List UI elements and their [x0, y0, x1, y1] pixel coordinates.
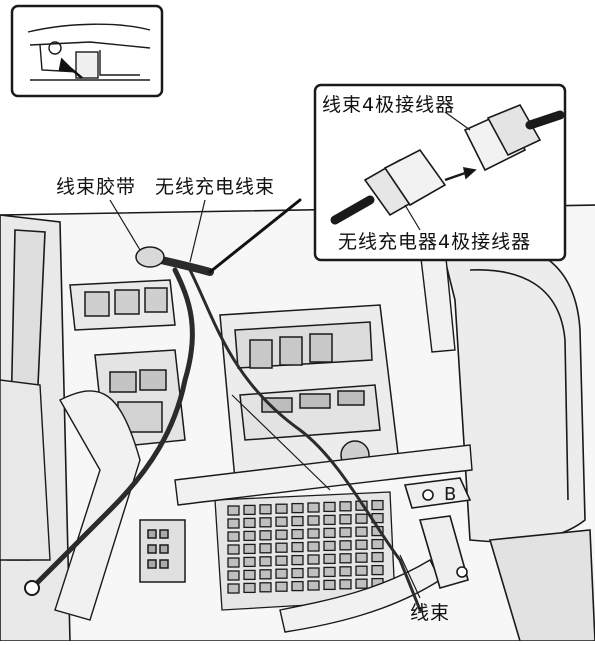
fuse-slot: [323, 566, 336, 578]
fuse-slot: [307, 541, 320, 552]
fuse-slot: [291, 541, 304, 553]
locator-inset: [10, 4, 164, 98]
fuse-slot: [339, 566, 352, 577]
label-wireless-charger-4pin-connector: 无线充电器4极接线器: [338, 231, 532, 253]
label-harness-4pin-connector: 线束4极接线器: [322, 94, 456, 116]
fuse-slot: [339, 514, 352, 525]
fuse-slot: [259, 569, 272, 580]
fuse-slot: [307, 502, 320, 513]
fuse-slot: [291, 528, 304, 540]
fuse-slot: [275, 542, 288, 553]
fuse-slot: [339, 553, 352, 564]
fuse-slot: [291, 554, 304, 566]
connector-detail-inset: [313, 83, 567, 262]
junction-block: [219, 304, 401, 481]
fuse-slot: [355, 578, 368, 589]
fuse-slot: [323, 527, 336, 539]
wiring-harness: [32, 198, 422, 612]
fuse-slot: [243, 543, 256, 555]
fuse-slot: [275, 529, 288, 540]
fuse-slot: [275, 555, 288, 566]
fuse-slot: [291, 502, 304, 514]
fuse-slot: [227, 570, 240, 581]
fuse-slot: [371, 499, 384, 511]
fuse-slot: [275, 568, 288, 579]
fuse-slot: [371, 564, 384, 576]
fuse-slot: [339, 527, 352, 538]
label-wireless-charger-harness: 无线充电线束: [155, 176, 276, 198]
fuse-slot: [227, 544, 240, 555]
bracket-b: [403, 477, 472, 589]
fuse-slot: [355, 552, 368, 563]
fuse-slot: [291, 580, 304, 592]
fuse-slot: [243, 530, 256, 542]
fuse-slot: [259, 582, 272, 593]
fuse-slot: [259, 543, 272, 554]
fuse-slot: [307, 567, 320, 578]
fuse-slot: [243, 504, 256, 516]
ground-terminal: [24, 580, 40, 596]
fuse-slot: [291, 515, 304, 527]
pipes: [0, 247, 473, 633]
fuse-slot: [259, 556, 272, 567]
fuse-slot: [323, 540, 336, 552]
fuse-slot: [259, 504, 272, 515]
fuse-slot: [355, 513, 368, 524]
fuse-slot: [371, 538, 384, 550]
fuse-slot: [355, 539, 368, 550]
fuse-slot: [307, 554, 320, 565]
fuse-slot: [227, 505, 240, 516]
fuse-slot: [259, 530, 272, 541]
label-harness-tape: 线束胶带: [56, 176, 137, 198]
leader-lines: [109, 199, 421, 599]
bracket-letter-b: B: [444, 484, 456, 505]
harness-tape-wrap: [135, 246, 165, 268]
fuse-slot: [243, 517, 256, 529]
fuse-slot: [275, 503, 288, 514]
fuse-slot: [275, 581, 288, 592]
fuse-slot: [339, 540, 352, 551]
fuse-slot: [323, 579, 336, 591]
fuse-slot: [227, 518, 240, 529]
fuse-slot: [307, 528, 320, 539]
fuse-slot: [243, 556, 256, 568]
fuse-slot: [259, 517, 272, 528]
fuse-slot: [339, 501, 352, 512]
fuse-slot: [243, 569, 256, 581]
fuse-slot: [371, 551, 384, 563]
fuse-slot: [227, 531, 240, 542]
fuse-slot: [227, 557, 240, 568]
fuse-slot: [323, 501, 336, 513]
fuse-slot: [227, 583, 240, 594]
fuse-slot: [307, 515, 320, 526]
fuse-slot: [355, 565, 368, 576]
fuse-slot: [323, 514, 336, 526]
fuse-slot: [307, 580, 320, 591]
fuse-slot: [275, 516, 288, 527]
fuse-slot: [291, 567, 304, 579]
fuse-slot: [323, 553, 336, 565]
fuse-slot: [339, 579, 352, 590]
fuse-slot: [243, 582, 256, 594]
arrow-icon: [58, 57, 83, 79]
fuse-slot: [355, 526, 368, 537]
label-harness: 线束: [410, 602, 451, 624]
dashboard-locator-icon: [27, 23, 151, 81]
